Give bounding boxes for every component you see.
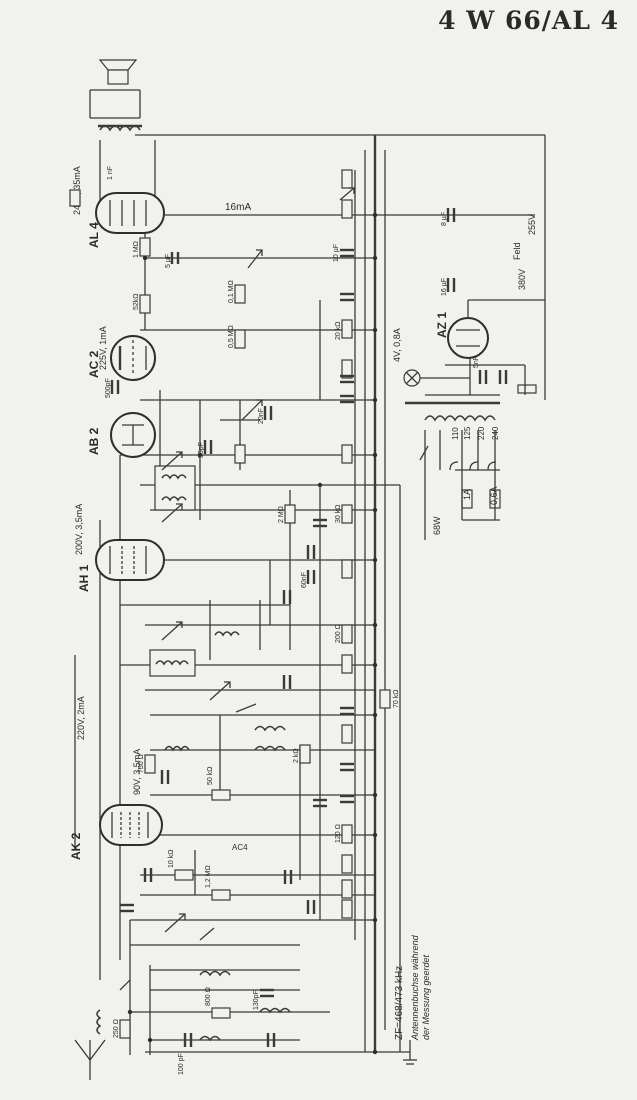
tube-label-al4: AL 4 xyxy=(87,222,101,248)
r-2m-label: 2 MΩ xyxy=(278,506,285,523)
c-1n-label: 1 nF xyxy=(107,166,114,180)
tube-az1 xyxy=(447,299,545,359)
tube-label-ak2: AK 2 xyxy=(69,832,83,860)
r-50k-label: 50 kΩ xyxy=(207,767,214,785)
antenna-note-1: Antennenbuchse während xyxy=(410,934,420,1041)
c-500p-label: 500pF xyxy=(105,378,112,398)
page-title: 4 W 66/AL 4 xyxy=(438,6,619,35)
tube-label-ah1: AH 1 xyxy=(77,564,91,592)
tube-ak2 xyxy=(99,804,163,846)
fuse-2-label: 0,6A xyxy=(489,486,499,505)
ah1-operating-point: 200V, 3,5mA xyxy=(74,504,84,555)
r-52k-label: 52kΩ xyxy=(133,293,140,310)
tube-ac2 xyxy=(110,335,156,381)
if-note: ZF=468/473 kHz xyxy=(394,966,405,1040)
resistors xyxy=(69,169,537,1039)
ak2-anode-operating-point: 220V, 2mA xyxy=(76,696,86,740)
c-130p-label: 130pF xyxy=(253,990,260,1010)
tube-ah1 xyxy=(95,539,165,581)
tube-al4 xyxy=(95,192,165,234)
c-100p-label: 100 pF xyxy=(178,1053,185,1075)
r-750-label: 750 Ω xyxy=(138,754,145,773)
hv-label: 380V xyxy=(517,269,527,290)
c-16u-label: 16 µF xyxy=(441,278,448,296)
ac2-operating-point: 225V, 1mA xyxy=(98,326,108,370)
r-800-label: 800 Ω xyxy=(205,987,212,1006)
mains-tap-240: 240 xyxy=(491,426,500,440)
tube-ab2 xyxy=(110,412,156,458)
antenna-note-2: der Messung geerdet xyxy=(421,954,431,1040)
bus-wiring xyxy=(74,134,546,1065)
r-05m-label: 0,5 MΩ xyxy=(228,325,235,348)
r-10k-label: 10 kΩ xyxy=(168,850,175,868)
r-01m-label: 0,1 MΩ xyxy=(228,280,235,303)
plate-current-label: 16mA xyxy=(225,202,251,213)
oscillator-coils xyxy=(164,631,291,1042)
fuse-1-label: 1A xyxy=(462,489,472,500)
lamp-label: 4V, 0,8A xyxy=(392,328,402,362)
c-5u-label: 5 µF xyxy=(165,254,172,268)
c-50p-label: 50pF xyxy=(198,442,205,458)
antenna xyxy=(74,1009,106,1080)
tube-label-ac2: AC 2 xyxy=(87,350,101,378)
band-switches xyxy=(119,445,429,991)
r-70k-label: 70 kΩ xyxy=(393,690,400,708)
r-1m-label: 1 MΩ xyxy=(133,241,140,258)
if-transformer-1 xyxy=(154,465,196,511)
tube-label-az1: AZ 1 xyxy=(435,312,449,338)
r-250-label: 250 Ω xyxy=(113,1019,120,1038)
voltage-255-label: 255V xyxy=(527,214,537,235)
c-20n-label: 20nF xyxy=(258,408,265,424)
mains-tap-220: 220 xyxy=(477,426,486,440)
mains-tap-110: 110 xyxy=(451,427,460,440)
ak2-screen-operating-point: 90V, 3,5mA xyxy=(132,749,142,795)
variable-capacitors xyxy=(161,187,355,933)
power-transformer xyxy=(405,394,500,422)
r-2k-label: 2 kΩ xyxy=(293,748,300,763)
junctions xyxy=(127,212,378,1055)
tube-label-ab2: AB 2 xyxy=(87,427,101,455)
mains-section xyxy=(403,358,526,540)
power-label: 68W xyxy=(432,516,442,535)
r-200-label: 200 Ω xyxy=(335,624,342,643)
c-8u-label: 8 µF xyxy=(441,212,448,226)
r-20k-label: 20 kΩ xyxy=(335,322,342,340)
capacitors xyxy=(110,208,508,1047)
field-label: Feld xyxy=(512,242,522,260)
r-30k-label: 30 kΩ xyxy=(335,505,342,523)
labels: 16mA 380V 255V Feld 4V, 0,8A 68W 1A 0,6A… xyxy=(105,166,537,1075)
c-10u-label: 10 µF xyxy=(333,244,340,262)
c-5n-label: 5nF xyxy=(473,356,480,368)
r-12m-label: 1,2 MΩ xyxy=(205,865,212,888)
c-60n-label: 60nF xyxy=(301,572,308,588)
loudspeaker xyxy=(89,59,142,132)
ak2-bottom-label: AC4 xyxy=(232,843,248,852)
mains-tap-125: 125 xyxy=(463,426,472,440)
if-transformer-2 xyxy=(149,649,196,677)
r-120-label: 120 Ω xyxy=(335,824,342,843)
